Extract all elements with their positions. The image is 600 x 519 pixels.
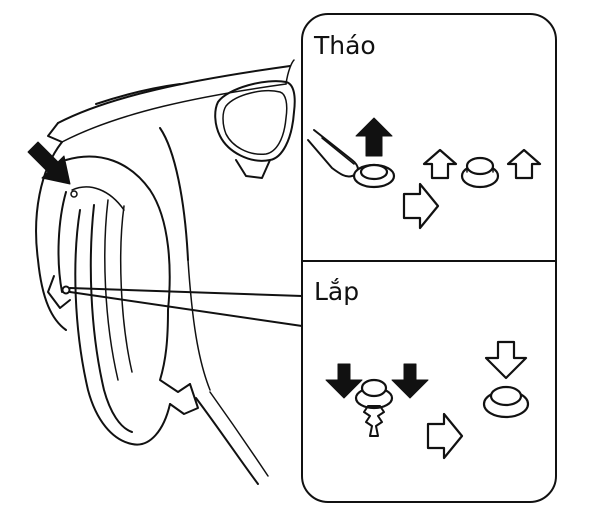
- push-clip-icon: [482, 385, 530, 419]
- push-clip-icon: [354, 378, 394, 437]
- callout-leader-lines: [69, 287, 303, 327]
- push-clip-icon: [352, 163, 396, 189]
- callout-box: [301, 13, 557, 503]
- hollow-up-arrow-icon: [506, 148, 542, 180]
- push-clip-icon: [460, 156, 500, 189]
- screwdriver-icon: [307, 129, 359, 178]
- black-arrow-icon: [27, 141, 71, 185]
- hollow-down-arrow-icon: [484, 340, 528, 380]
- hollow-right-arrow-icon: [426, 412, 464, 460]
- hollow-right-arrow-icon: [402, 182, 440, 230]
- car-fender-illustration: [35, 65, 291, 485]
- side-mirror: [214, 59, 296, 179]
- installation-label: Lắp: [314, 277, 359, 306]
- removal-label: Tháo: [313, 31, 376, 60]
- installation-panel: Lắp: [314, 277, 530, 460]
- down-arrow-solid-icon: [391, 363, 429, 399]
- hollow-up-arrow-icon: [422, 148, 458, 180]
- removal-panel: Tháo: [307, 31, 542, 230]
- down-arrow-solid-icon: [325, 363, 363, 399]
- up-arrow-solid-icon: [355, 117, 393, 157]
